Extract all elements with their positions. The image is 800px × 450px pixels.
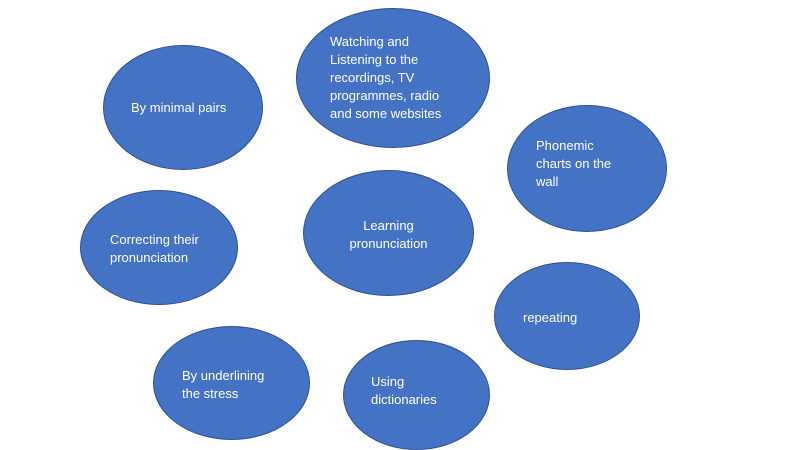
node-minimal-pairs-label: By minimal pairs	[131, 100, 227, 115]
node-using-dictionaries-label: Using dictionaries	[371, 374, 437, 407]
node-learning-pronunciation	[303, 170, 474, 296]
node-underlining-stress-label: By underlining the stress	[182, 368, 265, 401]
node-repeating-label: repeating	[523, 310, 578, 325]
node-minimal-pairs	[103, 45, 263, 170]
node-correcting-label: Correcting their pronunciation	[110, 232, 199, 265]
node-correcting	[80, 190, 238, 305]
node-watching-listening-label: Watching and Listening to the recordings…	[330, 34, 442, 121]
node-underlining-stress	[153, 326, 310, 440]
node-using-dictionaries	[343, 340, 490, 450]
node-learning-pronunciation-label: Learning pronunciation	[349, 218, 428, 251]
node-phonemic-charts	[507, 105, 667, 232]
node-repeating	[494, 262, 640, 370]
node-phonemic-charts-label: Phonemic charts on the wall	[536, 138, 612, 189]
node-watching-listening	[296, 8, 490, 148]
